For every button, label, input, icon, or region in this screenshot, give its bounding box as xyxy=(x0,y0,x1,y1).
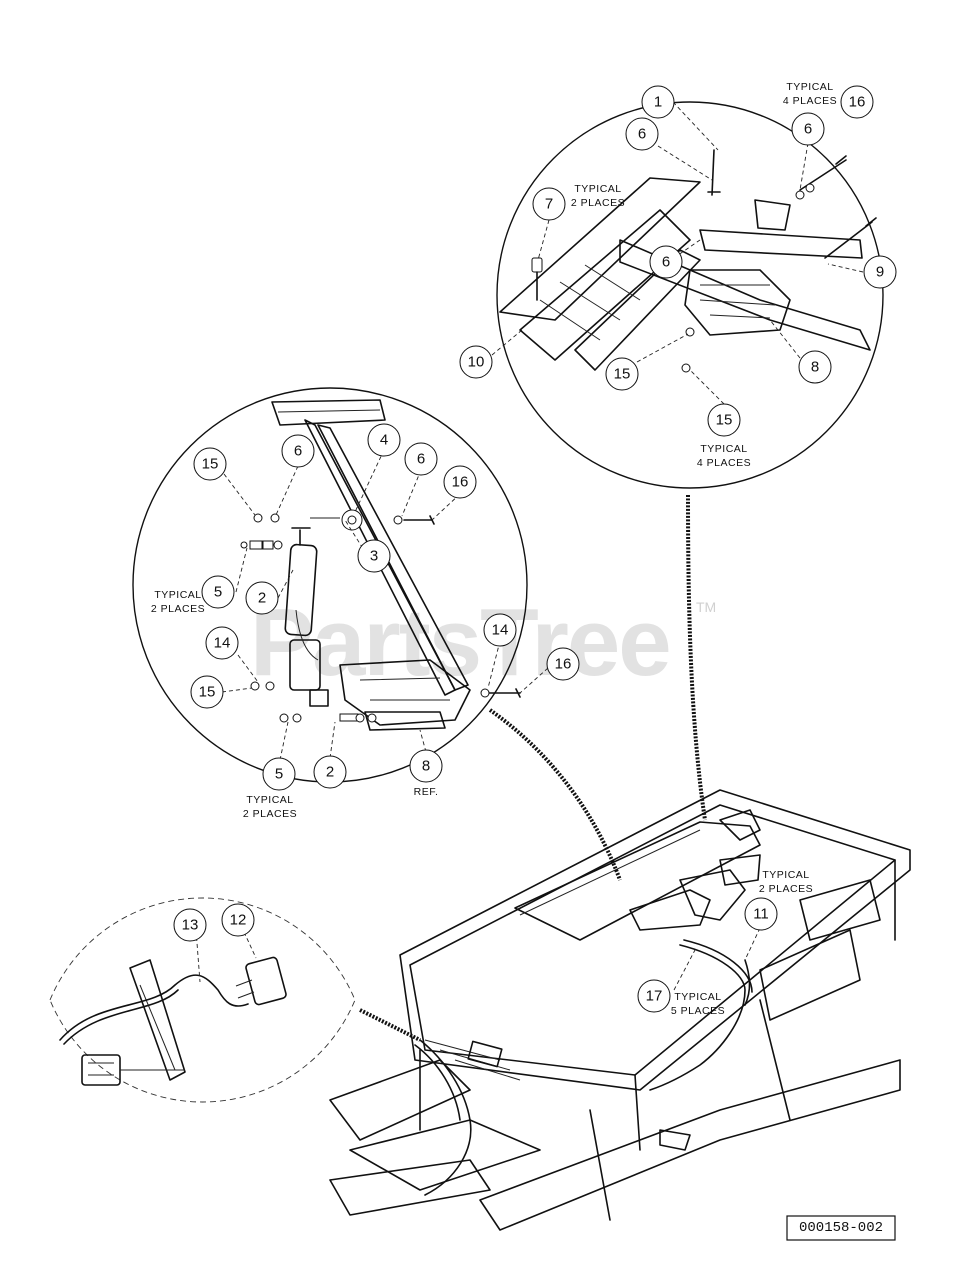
svg-text:15: 15 xyxy=(716,412,733,429)
callout-16: 16 xyxy=(546,647,580,681)
svg-text:2: 2 xyxy=(326,764,334,781)
notes: TYPICAL 4 PLACES TYPICAL 2 PLACES TYPICA… xyxy=(151,81,837,1017)
note-typical-2-places: TYPICAL xyxy=(762,869,809,881)
note-typical-5-places: TYPICAL xyxy=(674,991,721,1003)
callout-15: 15 xyxy=(193,447,227,481)
svg-text:2 PLACES: 2 PLACES xyxy=(571,197,625,209)
svg-text:1: 1 xyxy=(654,94,662,111)
callout-14: 14 xyxy=(483,613,517,647)
figure-id: 000158-002 xyxy=(799,1220,883,1236)
callout-11: 11 xyxy=(744,897,778,931)
svg-text:4: 4 xyxy=(380,432,388,449)
svg-text:6: 6 xyxy=(662,254,670,271)
detail-circle-bottom xyxy=(49,897,356,1103)
svg-text:4 PLACES: 4 PLACES xyxy=(697,457,751,469)
callout-4: 4 xyxy=(367,423,401,457)
callout-2: 2 xyxy=(313,755,347,789)
svg-text:9: 9 xyxy=(876,264,884,281)
svg-text:8: 8 xyxy=(811,359,819,376)
callout-10: 10 xyxy=(459,345,493,379)
callout-6: 6 xyxy=(404,442,438,476)
arrow-middle-detail xyxy=(488,708,622,881)
svg-text:17: 17 xyxy=(646,988,663,1005)
svg-text:10: 10 xyxy=(468,354,485,371)
callout-12: 12 xyxy=(221,903,255,937)
note-typical-2-places: TYPICAL xyxy=(574,183,621,195)
note-typical-4-places: TYPICAL xyxy=(700,443,747,455)
svg-text:2: 2 xyxy=(258,590,266,607)
svg-text:6: 6 xyxy=(417,451,425,468)
arrow-top-detail xyxy=(686,494,707,821)
leader-lines xyxy=(195,101,864,991)
svg-text:15: 15 xyxy=(614,366,631,383)
svg-text:2 PLACES: 2 PLACES xyxy=(759,883,813,895)
note-typical-2-places: TYPICAL xyxy=(246,794,293,806)
note-typical-2-places: TYPICAL xyxy=(154,589,201,601)
svg-text:2 PLACES: 2 PLACES xyxy=(243,808,297,820)
callout-6: 6 xyxy=(791,112,825,146)
callout-2: 2 xyxy=(245,581,279,615)
svg-text:3: 3 xyxy=(370,548,378,565)
svg-text:5: 5 xyxy=(214,584,222,601)
svg-text:6: 6 xyxy=(294,443,302,460)
callout-bubbles: 1 6 16 6 7 6 9 10 15 8 15 15 6 4 6 16 3 … xyxy=(173,85,897,1013)
svg-text:12: 12 xyxy=(230,912,247,929)
callout-3: 3 xyxy=(357,539,391,573)
svg-text:2 PLACES: 2 PLACES xyxy=(151,603,205,615)
svg-text:15: 15 xyxy=(202,456,219,473)
callout-7: 7 xyxy=(532,187,566,221)
svg-text:16: 16 xyxy=(452,474,469,491)
callout-16: 16 xyxy=(840,85,874,119)
callout-5: 5 xyxy=(201,575,235,609)
svg-text:15: 15 xyxy=(199,684,216,701)
callout-16: 16 xyxy=(443,465,477,499)
callout-arrows xyxy=(359,494,707,1042)
callout-8: 8 xyxy=(409,749,443,783)
svg-text:7: 7 xyxy=(545,196,553,213)
callout-15: 15 xyxy=(605,357,639,391)
svg-text:16: 16 xyxy=(849,94,866,111)
svg-text:5: 5 xyxy=(275,766,283,783)
svg-text:5 PLACES: 5 PLACES xyxy=(671,1005,725,1017)
arrow-bottom-detail xyxy=(359,1008,421,1042)
callout-17: 17 xyxy=(637,979,671,1013)
callout-14: 14 xyxy=(205,626,239,660)
note-ref: REF. xyxy=(414,786,439,798)
callout-6: 6 xyxy=(649,245,683,279)
callout-8: 8 xyxy=(798,350,832,384)
svg-text:13: 13 xyxy=(182,917,199,934)
detail-view-switch xyxy=(49,897,356,1103)
svg-text:11: 11 xyxy=(753,906,769,923)
watermark-trademark: TM xyxy=(696,599,716,615)
svg-text:8: 8 xyxy=(422,758,430,775)
callout-13: 13 xyxy=(173,908,207,942)
svg-text:16: 16 xyxy=(555,656,572,673)
svg-text:14: 14 xyxy=(492,622,509,639)
svg-text:14: 14 xyxy=(214,635,231,652)
detail-view-actuator xyxy=(132,387,528,783)
callout-15: 15 xyxy=(707,403,741,437)
note-typical-4-places: TYPICAL xyxy=(786,81,833,93)
svg-text:6: 6 xyxy=(638,126,646,143)
callout-6: 6 xyxy=(625,117,659,151)
figure-id-box: 000158-002 xyxy=(786,1215,896,1241)
callout-15: 15 xyxy=(190,675,224,709)
callout-6: 6 xyxy=(281,434,315,468)
callout-9: 9 xyxy=(863,255,897,289)
callout-1: 1 xyxy=(641,85,675,119)
svg-text:6: 6 xyxy=(804,121,812,138)
detail-view-frame-bracket xyxy=(496,101,884,489)
detail-circle-top xyxy=(496,101,884,489)
vehicle-frame xyxy=(329,789,911,1231)
callout-5: 5 xyxy=(262,757,296,791)
svg-text:4 PLACES: 4 PLACES xyxy=(783,95,837,107)
